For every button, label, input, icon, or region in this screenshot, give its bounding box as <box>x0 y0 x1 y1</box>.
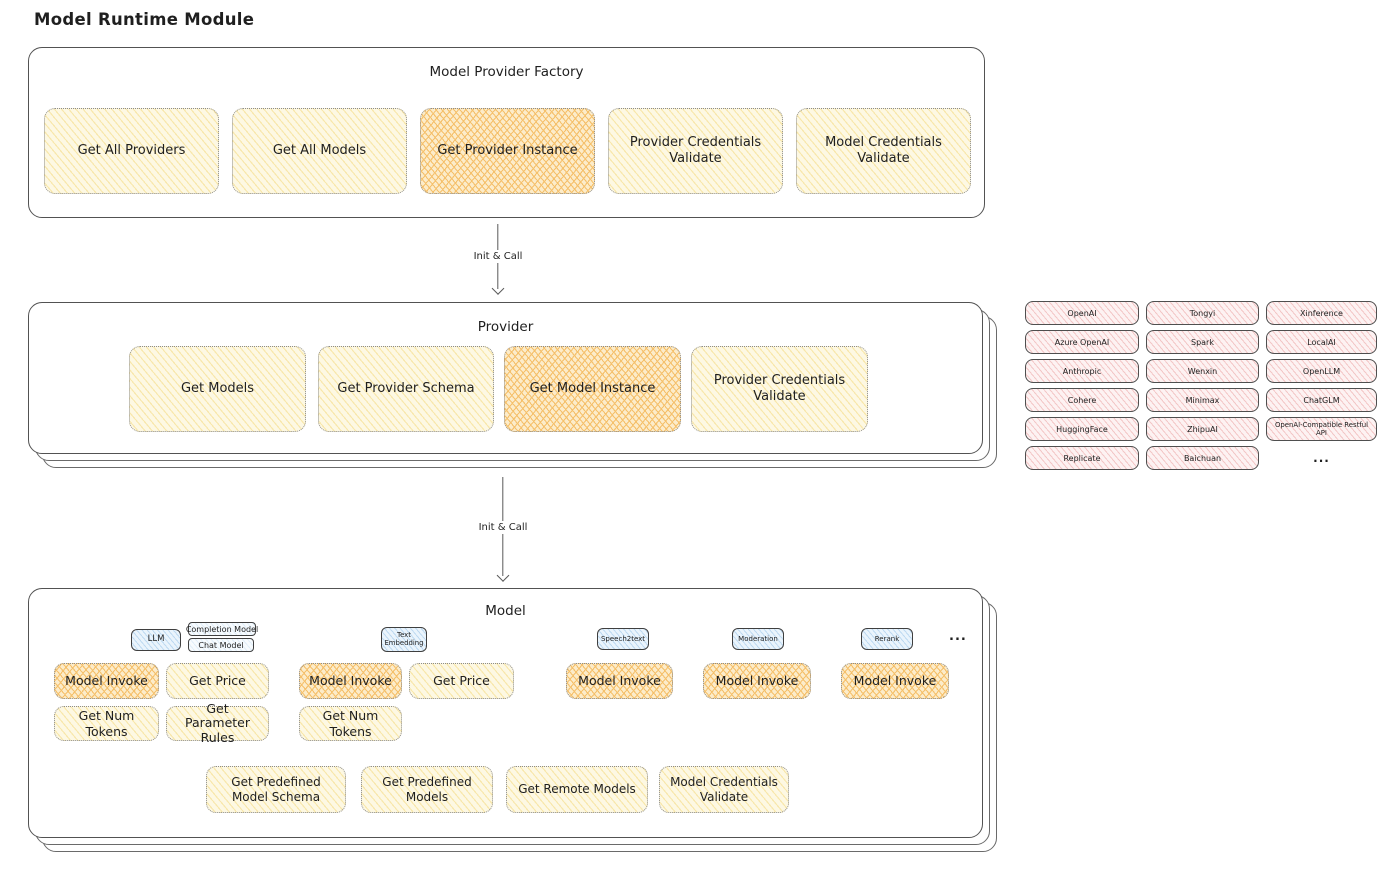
vendor-chatglm: ChatGLM <box>1266 388 1377 412</box>
node-get-remote-models: Get Remote Models <box>506 766 648 813</box>
node-provider-credentials-validate-2: Provider Credentials Validate <box>691 346 868 432</box>
init-call-label: Init & Call <box>469 250 527 263</box>
vendor-localai: LocalAI <box>1266 330 1377 354</box>
node-text-embedding-get-price: Get Price <box>409 663 514 699</box>
vendor-openllm: OpenLLM <box>1266 359 1377 383</box>
model-types-more-ellipsis: ... <box>949 629 967 644</box>
vendor-openai: OpenAI <box>1025 301 1139 325</box>
tag-moderation: Moderation <box>732 628 784 650</box>
node-get-models: Get Models <box>129 346 306 432</box>
node-model-credentials-validate: Model Credentials Validate <box>796 108 971 194</box>
vendor-cohere: Cohere <box>1025 388 1139 412</box>
arrow-factory-to-provider: Init & Call <box>469 224 527 295</box>
vendor-tongyi: Tongyi <box>1146 301 1259 325</box>
node-get-all-providers: Get All Providers <box>44 108 219 194</box>
arrow-provider-to-model: Init & Call <box>474 477 532 582</box>
node-text-embedding-get-num-tokens: Get Num Tokens <box>299 706 402 741</box>
vendor-azure-openai: Azure OpenAI <box>1025 330 1139 354</box>
vendor-xinference: Xinference <box>1266 301 1377 325</box>
vendor-minimax: Minimax <box>1146 388 1259 412</box>
node-get-predefined-models: Get Predefined Models <box>361 766 493 813</box>
node-speech2text-model-invoke: Model Invoke <box>566 663 673 699</box>
node-get-provider-schema: Get Provider Schema <box>318 346 494 432</box>
node-get-predefined-model-schema: Get Predefined Model Schema <box>206 766 346 813</box>
provider-vendors-grid: OpenAI Tongyi Xinference Azure OpenAI Sp… <box>1025 301 1377 470</box>
node-llm-get-price: Get Price <box>166 663 269 699</box>
tag-speech2text: Speech2text <box>597 628 649 650</box>
node-llm-get-parameter-rules: Get Parameter Rules <box>166 701 269 744</box>
vendor-anthropic: Anthropic <box>1025 359 1139 383</box>
model-provider-factory-panel: Model Provider Factory Get All Providers… <box>28 47 985 218</box>
model-panel: Model LLM Completion Model Chat Model Te… <box>28 588 983 838</box>
vendor-replicate: Replicate <box>1025 446 1139 470</box>
vendor-zhipuai: ZhipuAI <box>1146 417 1259 441</box>
node-text-embedding-model-invoke: Model Invoke <box>299 663 402 699</box>
node-get-model-instance: Get Model Instance <box>504 346 681 432</box>
vendor-baichuan: Baichuan <box>1146 446 1259 470</box>
node-llm-model-invoke: Model Invoke <box>54 663 159 699</box>
diagram-title: Model Runtime Module <box>34 10 255 29</box>
tag-text-embedding: Text Embedding <box>381 627 427 652</box>
vendor-spark: Spark <box>1146 330 1259 354</box>
vendor-huggingface: HuggingFace <box>1025 417 1139 441</box>
model-title: Model <box>485 603 526 619</box>
init-call-label: Init & Call <box>474 521 532 534</box>
node-llm-get-num-tokens: Get Num Tokens <box>54 706 159 741</box>
node-rerank-model-invoke: Model Invoke <box>841 663 949 699</box>
tag-completion-model: Completion Model <box>186 622 258 636</box>
node-get-provider-instance: Get Provider Instance <box>420 108 595 194</box>
tag-rerank: Rerank <box>861 628 913 650</box>
factory-title: Model Provider Factory <box>429 64 584 80</box>
node-moderation-model-invoke: Model Invoke <box>703 663 811 699</box>
tag-chat-model: Chat Model <box>188 638 254 652</box>
provider-panel: Provider Get Models Get Provider Schema … <box>28 302 983 454</box>
vendors-more-ellipsis: ... <box>1313 451 1330 465</box>
node-provider-credentials-validate: Provider Credentials Validate <box>608 108 783 194</box>
node-model-credentials-validate-2: Model Credentials Validate <box>659 766 789 813</box>
tag-llm: LLM <box>131 629 181 651</box>
vendor-wenxin: Wenxin <box>1146 359 1259 383</box>
provider-title: Provider <box>477 319 534 335</box>
node-get-all-models: Get All Models <box>232 108 407 194</box>
arrow-down-icon <box>496 569 510 582</box>
vendor-openai-compatible-restful-api: OpenAI-Compatible Restful API <box>1266 417 1377 441</box>
arrow-down-icon <box>491 282 505 295</box>
